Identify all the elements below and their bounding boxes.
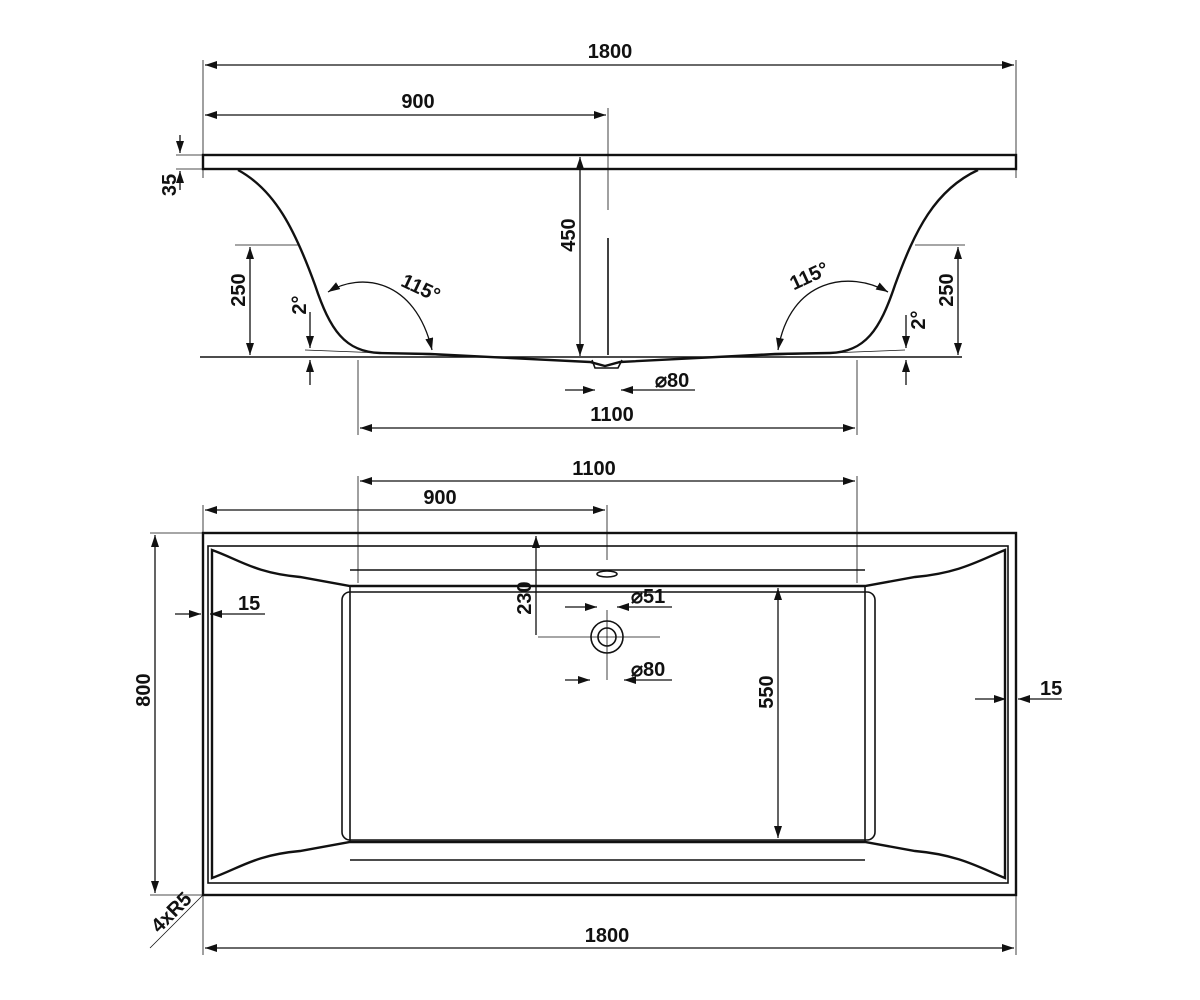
label-plan-900: 900 <box>423 487 456 509</box>
label-plan-51: ⌀51 <box>631 586 665 608</box>
label-115-left: 115° <box>398 270 444 307</box>
side-view: 1800 900 35 450 250 250 115° 115° 2° 2° <box>159 41 1018 435</box>
label-plan-800: 800 <box>133 673 155 706</box>
label-2deg-left: 2° <box>289 295 311 314</box>
side-tub-profile <box>237 168 979 368</box>
plan-inner-rim <box>207 545 1009 884</box>
label-plan-4xR5: 4xR5 <box>147 888 196 937</box>
label-side-1800: 1800 <box>588 41 633 63</box>
plan-outer-rim <box>201 531 1018 897</box>
plan-overflow <box>596 570 618 578</box>
label-plan-230: 230 <box>514 581 536 614</box>
label-side-900: 900 <box>401 91 434 113</box>
label-plan-1800: 1800 <box>585 925 630 947</box>
label-side-250-right: 250 <box>936 273 958 306</box>
label-side-450: 450 <box>558 218 580 251</box>
label-plan-550: 550 <box>756 675 778 708</box>
label-115-right: 115° <box>787 258 833 295</box>
plan-view: 1100 900 230 ⌀51 ⌀80 15 15 800 550 4xR5 <box>133 458 1062 955</box>
label-2deg-right: 2° <box>908 310 930 329</box>
label-plan-1100: 1100 <box>572 458 615 480</box>
side-drain <box>591 359 623 369</box>
label-side-35: 35 <box>159 174 181 196</box>
label-plan-80: ⌀80 <box>631 659 665 681</box>
arc-115-left <box>327 281 434 351</box>
label-side-1100: 1100 <box>590 404 633 426</box>
plan-bottom-floor <box>341 591 876 841</box>
label-side-250-left: 250 <box>228 273 250 306</box>
label-plan-15-right: 15 <box>1040 678 1062 700</box>
label-plan-15-left: 15 <box>238 593 260 615</box>
side-rim <box>201 153 1018 171</box>
label-side-drain-80: ⌀80 <box>655 370 689 392</box>
plan-basin-outline <box>210 548 1007 880</box>
arc-115-right <box>776 280 889 351</box>
leader-corner-radius <box>149 894 204 949</box>
